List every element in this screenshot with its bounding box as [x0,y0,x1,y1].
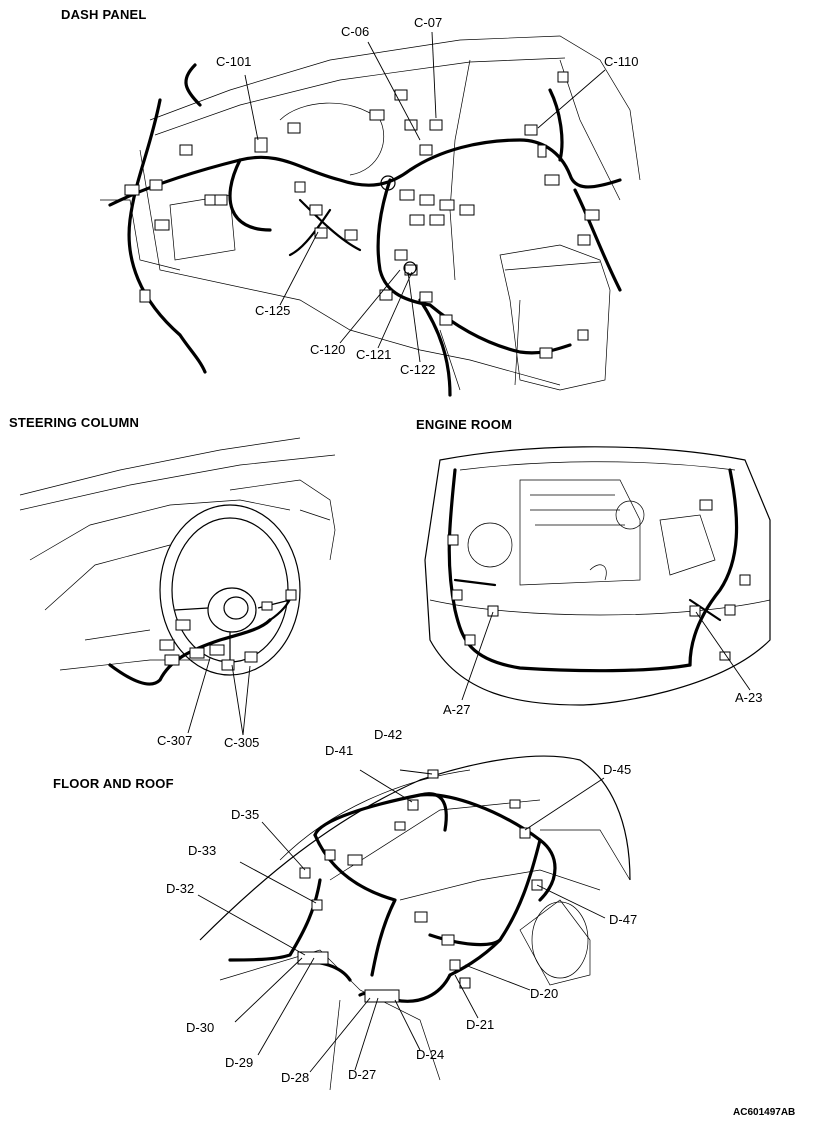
label-c-305: C-305 [224,735,260,750]
section-title-engine-room: ENGINE ROOM [416,417,513,432]
figure-code: AC601497AB [733,1107,796,1118]
label-d-45: D-45 [603,762,632,777]
label-c-121: C-121 [356,347,392,362]
label-d-35: D-35 [231,807,260,822]
label-c-101: C-101 [216,54,252,69]
label-d-28: D-28 [281,1070,310,1085]
section-title-steering-column: STEERING COLUMN [9,415,140,430]
label-d-32: D-32 [166,881,195,896]
label-d-20: D-20 [530,986,559,1001]
label-d-42: D-42 [374,727,403,742]
label-d-27: D-27 [348,1067,377,1082]
steering-column-illustration [19,437,336,736]
label-d-33: D-33 [188,843,217,858]
label-d-24: D-24 [416,1047,445,1062]
label-c-122: C-122 [400,362,436,377]
label-d-21: D-21 [466,1017,495,1032]
label-a-23: A-23 [735,690,763,705]
label-c-110: C-110 [604,54,639,69]
label-d-41: D-41 [325,743,354,758]
section-title-floor-and-roof: FLOOR AND ROOF [53,776,174,791]
label-d-47: D-47 [609,912,638,927]
section-title-dash-panel: DASH PANEL [61,7,147,22]
label-c-125: C-125 [255,303,291,318]
dash-panel-illustration [100,31,641,397]
label-d-30: D-30 [186,1020,215,1035]
engine-room-illustration [424,446,771,706]
floor-and-roof-illustration [197,755,631,1091]
label-c-307: C-307 [157,733,193,748]
label-c-07: C-07 [414,15,443,30]
label-d-29: D-29 [225,1055,254,1070]
label-c-06: C-06 [341,24,370,39]
label-a-27: A-27 [443,702,471,717]
label-c-120: C-120 [310,342,346,357]
